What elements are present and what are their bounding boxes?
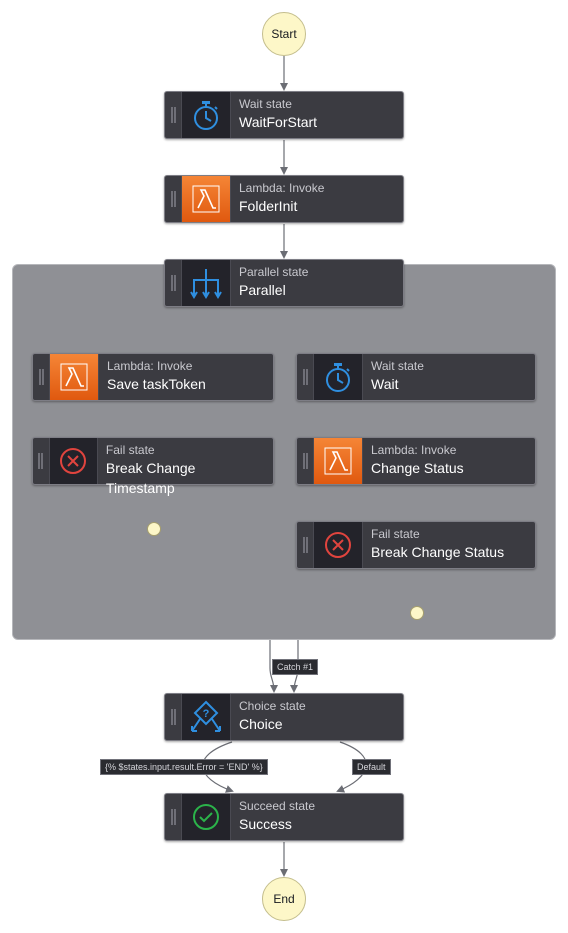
state-name: Success	[239, 816, 292, 832]
drag-handle[interactable]	[165, 260, 181, 306]
end-node[interactable]: End	[262, 877, 306, 921]
state-kind: Wait state	[239, 97, 292, 111]
state-change-status[interactable]: Lambda: Invoke Change Status	[296, 437, 536, 485]
branch-end-dot-right	[410, 606, 424, 620]
end-label: End	[273, 892, 295, 906]
drag-handle[interactable]	[165, 176, 181, 222]
state-name: FolderInit	[239, 198, 298, 214]
state-save-task-token[interactable]: Lambda: Invoke Save taskToken	[32, 353, 274, 401]
parallel-branch-icon	[181, 260, 231, 306]
drag-handle[interactable]	[297, 438, 313, 484]
state-kind: Lambda: Invoke	[371, 443, 457, 457]
state-kind: Fail state	[105, 443, 155, 457]
state-choice[interactable]: ? Choice state Choice	[164, 693, 404, 741]
drag-handle[interactable]	[33, 354, 49, 400]
state-kind: Choice state	[239, 699, 306, 713]
state-kind: Lambda: Invoke	[239, 181, 325, 195]
lambda-icon	[313, 438, 363, 484]
timer-icon	[181, 92, 231, 138]
edge-label-catch[interactable]: Catch #1	[272, 659, 319, 675]
branch-end-dot-left	[147, 522, 161, 536]
edge-label-condition[interactable]: {% $states.input.result.Error = 'END' %}	[100, 759, 268, 775]
drag-handle[interactable]	[297, 522, 313, 568]
state-kind: Wait state	[371, 359, 424, 373]
state-kind: Lambda: Invoke	[107, 359, 193, 373]
state-success[interactable]: Succeed state Success	[164, 793, 404, 841]
state-parallel[interactable]: Parallel state Parallel	[164, 259, 404, 307]
drag-handle[interactable]	[165, 794, 181, 840]
state-kind: Fail state	[371, 527, 420, 541]
lambda-icon	[181, 176, 231, 222]
state-name: WaitForStart	[239, 114, 318, 130]
state-wait-for-start[interactable]: Wait state WaitForStart	[164, 91, 404, 139]
svg-text:?: ?	[203, 708, 210, 720]
drag-handle[interactable]	[165, 92, 181, 138]
drag-handle[interactable]	[165, 694, 181, 740]
edge-parallel-to-choice	[269, 640, 278, 693]
state-kind: Parallel state	[239, 265, 309, 279]
choice-diamond-icon: ?	[181, 694, 231, 740]
state-name: Break Change Timestamp	[105, 460, 196, 496]
lambda-icon	[49, 354, 99, 400]
state-name: Save taskToken	[107, 376, 206, 392]
state-break-change-timestamp[interactable]: Fail state Break Change Timestamp	[32, 437, 274, 496]
edge-label-default[interactable]: Default	[352, 759, 391, 775]
drag-handle[interactable]	[297, 354, 313, 400]
drag-handle[interactable]	[33, 438, 49, 484]
fail-x-icon	[48, 438, 98, 484]
state-name: Change Status	[371, 460, 464, 476]
state-kind: Succeed state	[239, 799, 316, 813]
timer-icon	[313, 354, 363, 400]
fail-x-icon	[313, 522, 363, 568]
state-break-change-status[interactable]: Fail state Break Change Status	[296, 521, 536, 569]
state-name: Parallel	[239, 282, 286, 298]
start-label: Start	[271, 27, 297, 41]
success-check-icon	[181, 794, 231, 840]
state-wait[interactable]: Wait state Wait	[296, 353, 536, 401]
start-node[interactable]: Start	[262, 12, 306, 56]
state-name: Wait	[371, 376, 399, 392]
state-folder-init[interactable]: Lambda: Invoke FolderInit	[164, 175, 404, 223]
state-name: Break Change Status	[371, 544, 505, 560]
state-name: Choice	[239, 716, 283, 732]
